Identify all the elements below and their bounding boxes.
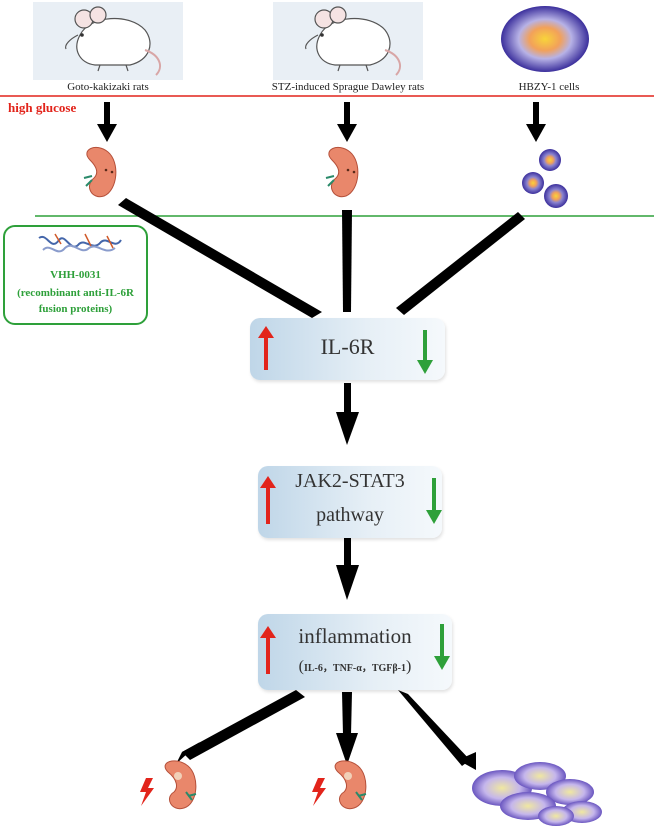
- arrow-converge: [396, 212, 525, 315]
- protein-structure-icon: [38, 233, 122, 253]
- cytokine-sep-2: ，: [361, 663, 372, 674]
- arrow-down: [97, 102, 117, 142]
- arrow-down: [337, 102, 357, 142]
- cytokine-open: (: [298, 658, 304, 675]
- kidney-icon: [325, 147, 359, 198]
- inhibitor-description-2: fusion proteins): [38, 303, 113, 315]
- cell-cluster-icon: [522, 149, 568, 208]
- cytokine-tnf: TNF-α: [332, 663, 362, 674]
- down-arrow-icon: [417, 330, 433, 374]
- damaged-kidney-icon: [334, 760, 367, 810]
- il6r-label: IL-6R: [320, 334, 375, 359]
- arrow-diverge: [336, 692, 358, 765]
- arrow-down: [336, 538, 359, 600]
- arrow-diverge: [398, 690, 476, 770]
- arrow-down: [336, 383, 359, 445]
- arrow-converge: [118, 198, 322, 318]
- pathway-label-2: pathway: [316, 504, 384, 526]
- arrow-converge: [342, 210, 352, 312]
- source-label-hbzy: HBZY-1 cells: [518, 81, 580, 93]
- cell-icon: [501, 6, 589, 72]
- rat-icon: [65, 6, 161, 76]
- inhibitor-box: VHH-0031 (recombinant anti-IL-6R fusion …: [3, 225, 148, 325]
- up-arrow-icon: [258, 326, 274, 370]
- cytokine-il6: IL-6: [304, 663, 323, 674]
- pathway-label-1: JAK2-STAT3: [295, 470, 405, 492]
- cytokine-list: (IL-6，TNF-α，TGFβ-1): [258, 658, 452, 676]
- cytokine-close: ): [405, 658, 412, 675]
- inflammation-label: inflammation: [298, 624, 412, 648]
- inhibitor-description-1: (recombinant anti-IL-6R: [17, 287, 134, 299]
- il6r-box: IL-6R: [250, 318, 445, 380]
- high-glucose-label: high glucose: [8, 100, 77, 115]
- cytokine-tgf: TGFβ-1: [371, 663, 406, 674]
- rat-icon: [305, 6, 401, 76]
- down-arrow-icon: [426, 478, 442, 524]
- kidney-icon: [83, 147, 117, 198]
- lightning-icon: [140, 778, 154, 806]
- source-label-stz: STZ-induced Sprague Dawley rats: [271, 81, 425, 93]
- inflammation-box: inflammation (IL-6，TNF-α，TGFβ-1): [258, 614, 452, 690]
- arrow-diverge: [176, 690, 305, 764]
- inhibitor-name: VHH-0031: [50, 269, 101, 281]
- arrow-down: [526, 102, 546, 142]
- lightning-icon: [312, 778, 326, 806]
- cytokine-sep-1: ，: [322, 663, 333, 674]
- damaged-kidney-icon: [164, 760, 197, 810]
- up-arrow-icon: [260, 476, 276, 524]
- up-arrow-icon: [260, 626, 276, 674]
- down-arrow-icon: [434, 624, 450, 670]
- jak2-stat3-box: JAK2-STAT3 pathway: [258, 466, 442, 538]
- cell-cluster-icon: [472, 762, 602, 826]
- source-label-gk: Goto-kakizaki rats: [67, 81, 149, 93]
